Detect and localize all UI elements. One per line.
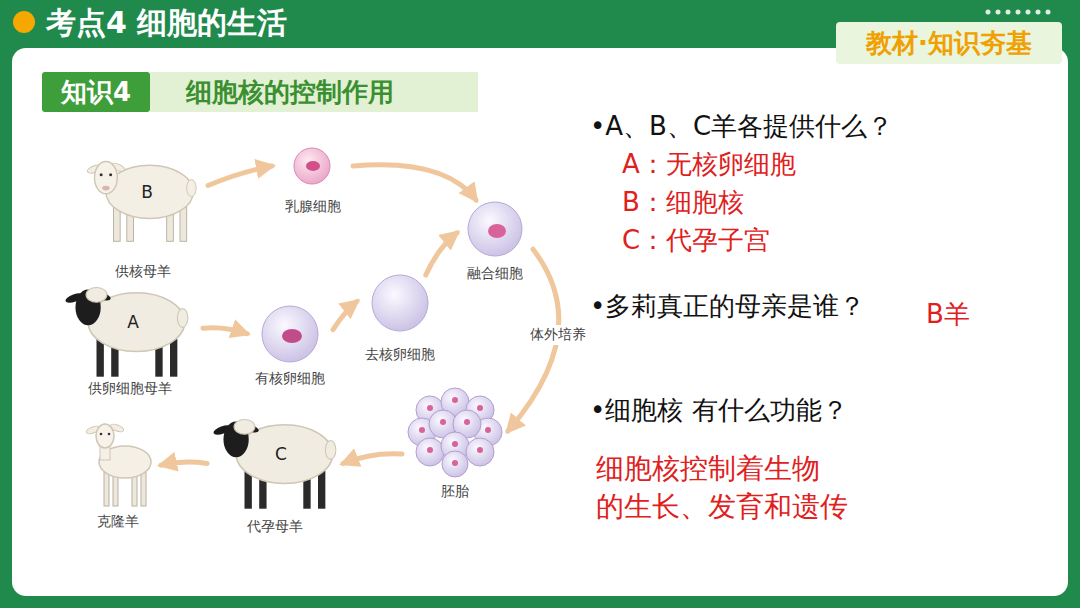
sheep-b xyxy=(86,161,196,241)
flow-arrow xyxy=(343,454,402,464)
flow-arrow xyxy=(203,328,247,334)
edge-label: 体外培养 xyxy=(527,325,589,345)
question: •多莉真正的母亲是谁？ xyxy=(590,288,865,324)
mammary-cell xyxy=(294,148,330,184)
answer: B：细胞核 xyxy=(622,184,744,220)
enucleated-egg xyxy=(372,275,428,331)
slide-title: 考点4 细胞的生活 xyxy=(46,5,287,41)
cell-node: 去核卵细胞 xyxy=(357,275,443,363)
cell-node: 有核卵细胞 xyxy=(247,305,333,387)
node-caption: 克隆羊 xyxy=(75,512,161,530)
node-caption: 有核卵细胞 xyxy=(247,369,333,387)
lamb-node: 克隆羊 xyxy=(75,412,161,530)
cell-node: 融合细胞 xyxy=(457,200,533,282)
sheep-letter: B xyxy=(141,182,153,202)
tag-text: 教材·知识夯基 xyxy=(836,22,1062,64)
section-number: 知识4 xyxy=(42,72,150,112)
conclusion: 细胞核控制着生物 的生长、发育和遗传 xyxy=(596,450,854,526)
question: •A、B、C羊各提供什么？ xyxy=(590,108,893,144)
sheep-c xyxy=(212,419,336,508)
lamb xyxy=(85,423,151,506)
node-caption: 供核母羊 xyxy=(77,262,208,280)
sheep-node: C 代孕母羊 xyxy=(207,405,343,535)
flow-arrow xyxy=(426,233,457,275)
sheep-letter: A xyxy=(127,312,139,332)
embryo xyxy=(408,388,502,477)
answer: C：代孕子宫 xyxy=(622,222,770,258)
sheep-node: B 供核母羊 xyxy=(77,145,208,280)
answer: B羊 xyxy=(926,296,970,332)
flow-arrow xyxy=(161,462,207,465)
flow-arrow xyxy=(353,165,476,200)
egg-with-nucleus xyxy=(262,306,318,362)
answer: A：无核卵细胞 xyxy=(622,146,796,182)
fused-cell xyxy=(468,202,522,256)
node-caption: 供卵细胞母羊 xyxy=(57,379,203,397)
node-caption: 融合细胞 xyxy=(457,264,533,282)
sheep-letter: C xyxy=(275,444,287,464)
question: •细胞核 有什么功能？ xyxy=(590,392,848,428)
flow-arrow xyxy=(208,166,272,186)
node-caption: 去核卵细胞 xyxy=(357,345,443,363)
node-caption: 代孕母羊 xyxy=(207,517,343,535)
cell-node: 乳腺细胞 xyxy=(272,145,353,215)
flow-arrow xyxy=(333,301,357,329)
embryo-node: 胚胎 xyxy=(402,385,508,500)
node-caption: 乳腺细胞 xyxy=(272,197,353,215)
sheep-a xyxy=(64,287,188,376)
section-heading: 细胞核的控制作用 xyxy=(186,72,394,112)
sheep-node: A 供卵细胞母羊 xyxy=(57,272,203,397)
node-caption: 胚胎 xyxy=(402,482,508,500)
